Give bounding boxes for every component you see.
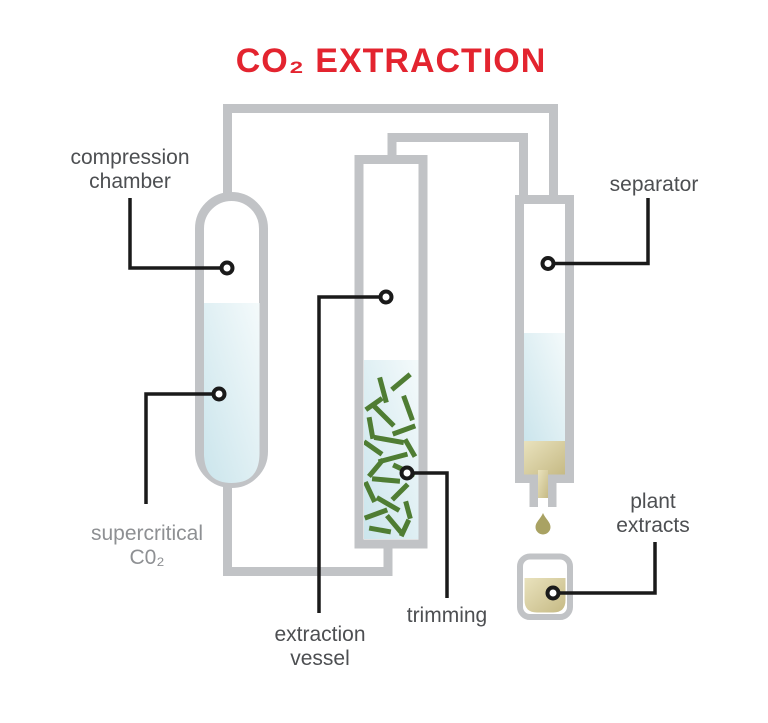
separator-liquid bbox=[524, 333, 565, 441]
trimming-stick bbox=[372, 404, 396, 428]
extraction-vessel-label-line1: extraction bbox=[274, 623, 365, 646]
compression-chamber-dot bbox=[219, 260, 235, 276]
compression-chamber-leader bbox=[128, 198, 227, 270]
beaker bbox=[517, 553, 573, 620]
plant-extracts-dot bbox=[545, 585, 561, 601]
compression-chamber bbox=[195, 192, 268, 488]
supercritical-co2-leader bbox=[144, 392, 219, 504]
trimming-stick bbox=[364, 396, 384, 412]
compression-chamber-liquid bbox=[204, 303, 260, 483]
trimming-stick bbox=[373, 434, 405, 446]
supercritical-co2-dot bbox=[211, 386, 227, 402]
separator-leader bbox=[548, 198, 650, 266]
compression-chamber-label-line2: chamber bbox=[89, 170, 171, 193]
label-leaders bbox=[128, 198, 657, 613]
separator-dot bbox=[540, 256, 556, 271]
pipes bbox=[223, 104, 558, 576]
trimming-stick bbox=[402, 438, 418, 458]
trimming-stick bbox=[364, 439, 384, 457]
trimming-stick bbox=[377, 376, 389, 404]
trimming-stick bbox=[401, 394, 415, 422]
trimming-stick bbox=[367, 457, 385, 479]
separator-vessel bbox=[515, 195, 574, 507]
pipe-compression-to-separator bbox=[223, 104, 558, 200]
pipe-compression-to-extraction bbox=[223, 484, 393, 576]
trimming-stick bbox=[391, 423, 417, 437]
extraction-vessel-dot bbox=[378, 289, 394, 305]
separator-nozzle-left bbox=[529, 483, 538, 507]
extract-drop-icon bbox=[535, 513, 551, 535]
trimming-stick bbox=[390, 372, 412, 392]
extraction-vessel-leader bbox=[317, 295, 386, 613]
supercritical-co2-label-line1: supercritical bbox=[91, 522, 203, 545]
trimming-stick bbox=[390, 482, 410, 502]
plant-extracts-label-line2: extracts bbox=[616, 514, 690, 537]
trimming-stick bbox=[371, 476, 401, 484]
trimmings bbox=[364, 372, 418, 538]
label-dots bbox=[211, 256, 561, 601]
trimming-dot bbox=[399, 465, 415, 481]
compression-chamber-label-line1: compression bbox=[70, 146, 189, 169]
trimming-stick bbox=[398, 518, 412, 538]
trimming-label: trimming bbox=[407, 604, 488, 627]
trimming-stick bbox=[375, 495, 401, 513]
pipe-extraction-to-separator bbox=[387, 133, 528, 200]
separator-extract bbox=[524, 441, 565, 475]
trimming-leader bbox=[407, 471, 449, 598]
plant-extracts-label-line1: plant bbox=[630, 490, 676, 513]
trimming-stick bbox=[364, 507, 389, 521]
trimming-stick bbox=[364, 480, 377, 504]
supercritical-co2-label-line2: C0₂ bbox=[130, 546, 165, 569]
extraction-vessel-label-line2: vessel bbox=[290, 647, 350, 670]
trimming-stick bbox=[403, 500, 413, 520]
separator-stem-extract bbox=[538, 470, 548, 498]
trimming-stick bbox=[366, 416, 376, 440]
separator-label: separator bbox=[610, 173, 699, 196]
separator-nozzle-right bbox=[548, 483, 557, 507]
trimming-stick bbox=[368, 525, 392, 535]
plant-extracts-leader bbox=[553, 542, 657, 595]
page-title: CO₂ EXTRACTION bbox=[236, 42, 547, 80]
trimming-stick bbox=[385, 513, 403, 535]
extraction-vessel bbox=[354, 155, 428, 549]
